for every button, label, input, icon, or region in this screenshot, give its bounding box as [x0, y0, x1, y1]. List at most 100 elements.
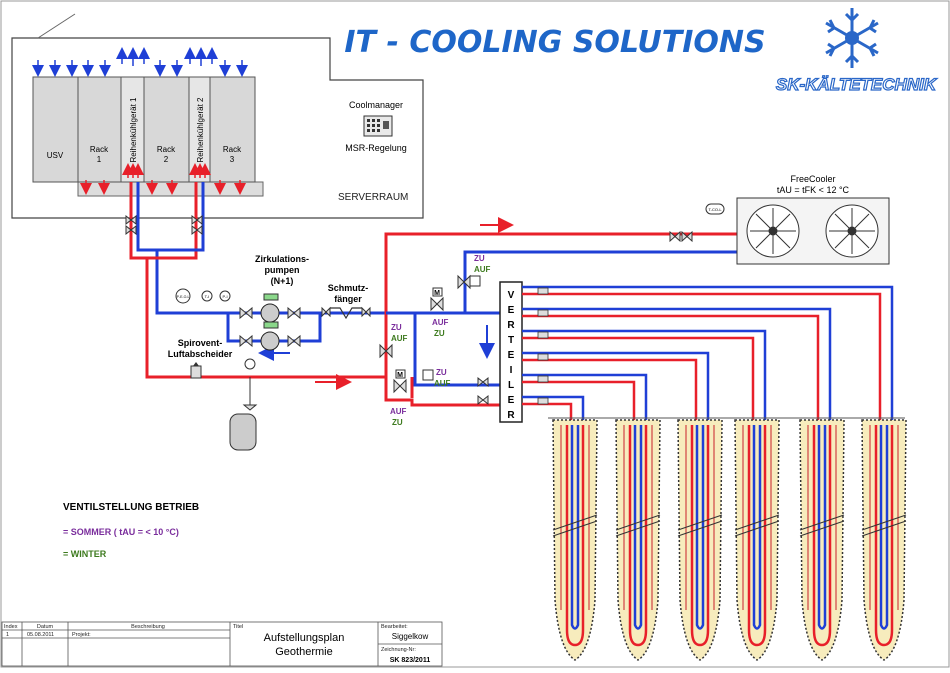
probe-return-pipe	[522, 285, 894, 420]
probe-supply-pipe	[522, 292, 882, 420]
geothermal-probes	[552, 419, 907, 661]
cold-air-arrows	[32, 60, 248, 77]
svg-text:M: M	[397, 372, 403, 379]
svg-text:ZU: ZU	[391, 323, 402, 332]
probe-pipes	[522, 285, 894, 420]
manifold-letter: L	[508, 380, 514, 391]
probe-supply-pipe	[522, 358, 698, 420]
manifold-letter: E	[508, 350, 515, 361]
tb-zeichnung-label: Zeichnung-Nr:	[381, 647, 416, 653]
snowflake-logo-icon	[825, 8, 879, 68]
geothermal-probe	[677, 419, 723, 661]
pump-gauges: P-E-O-L T-I P-I	[175, 288, 231, 304]
geothermal-probe	[734, 419, 780, 661]
motor-valves: M M	[379, 274, 489, 406]
svg-text:P-I: P-I	[222, 294, 227, 299]
geothermal-probe	[799, 419, 845, 661]
probe-supply-pipe	[522, 380, 636, 420]
unit-reihenkuehlgeraet-2: Reihenkühlgerät 2	[196, 97, 205, 162]
brand-name: SK-KÄLTETECHNIK	[776, 75, 938, 94]
tb-col-datum: Datum	[37, 624, 54, 630]
circulation-pumps	[239, 293, 301, 351]
serverroom-label: SERVERRAUM	[338, 192, 408, 203]
probe-supply-pipe	[522, 336, 755, 420]
svg-text:M: M	[434, 290, 440, 297]
manifold-letter: I	[510, 365, 513, 376]
warm-air-arrows	[80, 163, 246, 195]
unit-usv: USV	[47, 151, 64, 160]
pumps-label-1: Zirkulations-	[255, 254, 309, 264]
tb-col-beschreibung: Beschreibung	[131, 624, 165, 630]
flow-arrows	[258, 217, 514, 390]
svg-text:T-CO-L: T-CO-L	[708, 207, 722, 212]
svg-text:AUF: AUF	[391, 334, 408, 343]
svg-text:ZU: ZU	[474, 254, 485, 263]
strainer-label-1: Schmutz-	[328, 283, 369, 293]
tb-bearbeitet: Siggelkow	[392, 632, 429, 641]
tb-bearbeitet-label: Bearbeitet:	[381, 624, 408, 630]
svg-text:P-E-O-L: P-E-O-L	[177, 295, 190, 299]
fan-icon	[825, 204, 879, 258]
spirovent-label-1: Spirovent-	[178, 338, 223, 348]
probe-return-pipe	[522, 373, 648, 420]
probe-valve-icon	[537, 375, 549, 383]
coolmanager-label: Coolmanager	[349, 100, 403, 110]
tb-titel-line1: Aufstellungsplan	[264, 632, 345, 644]
svg-text:AUF: AUF	[474, 265, 491, 274]
msr-label: MSR-Regelung	[345, 143, 407, 153]
page-title: IT - COOLING SOLUTIONS	[344, 25, 765, 60]
tb-zeichnung: SK 823/2011	[390, 657, 431, 664]
air-separator-icon	[190, 362, 202, 379]
tb-row-datum: 05.08.2011	[27, 632, 54, 638]
geothermal-probe	[615, 419, 661, 661]
manifold-letter: E	[508, 305, 515, 316]
svg-text:ZU: ZU	[434, 329, 445, 338]
geothermal-probe	[861, 419, 907, 661]
manifold-letter: R	[507, 320, 515, 331]
probe-supply-pipe	[522, 314, 820, 420]
valve-state-labels: ZU AUF ZU AUF AUF ZU ZU AUF AUF ZU	[390, 254, 491, 427]
freecooler-condition: tAU = tFK < 12 °C	[777, 185, 850, 195]
svg-text:AUF: AUF	[434, 379, 451, 388]
geothermal-probe	[552, 419, 598, 661]
pumps-label-3: (N+1)	[271, 276, 294, 286]
pumps-label-2: pumpen	[265, 265, 300, 275]
probe-valve-icon	[537, 309, 549, 317]
legend-title: VENTILSTELLUNG BETRIEB	[63, 502, 199, 513]
legend-winter: = WINTER	[63, 549, 107, 559]
probe-return-pipe	[522, 351, 710, 420]
strainer-label-2: fänger	[334, 294, 362, 304]
freecooler-label: FreeCooler	[790, 174, 835, 184]
probe-valve-icon	[537, 353, 549, 361]
manifold-letter: R	[507, 410, 515, 421]
manifold-letter: V	[508, 290, 515, 301]
unit-reihenkuehlgeraet-1: Reihenkühlgerät 1	[129, 97, 138, 162]
spirovent-label-2: Luftabscheider	[168, 349, 233, 359]
fan-icon	[746, 204, 800, 258]
tb-titel-label: Titel	[233, 624, 243, 630]
probe-valve-icon	[537, 397, 549, 405]
manifold-letter: T	[508, 335, 514, 346]
manifold-letter: E	[508, 395, 515, 406]
expansion-vessel-icon	[229, 358, 258, 451]
tb-row-index: 1	[6, 632, 9, 638]
probe-valve-icon	[537, 287, 549, 295]
tb-titel-line2: Geothermie	[275, 646, 332, 658]
legend-summer: = SOMMER ( tAU = < 10 °C)	[63, 527, 179, 537]
dirt-strainer-icon	[321, 306, 371, 320]
tb-col-index: Index	[4, 624, 18, 630]
title-block	[1, 621, 443, 667]
probe-return-pipe	[522, 329, 767, 420]
shutoff-valves	[125, 214, 203, 236]
tb-row-projekt: Projekt:	[72, 632, 91, 638]
svg-text:AUF: AUF	[432, 318, 449, 327]
svg-text:T-I: T-I	[205, 294, 210, 299]
svg-text:ZU: ZU	[436, 368, 447, 377]
